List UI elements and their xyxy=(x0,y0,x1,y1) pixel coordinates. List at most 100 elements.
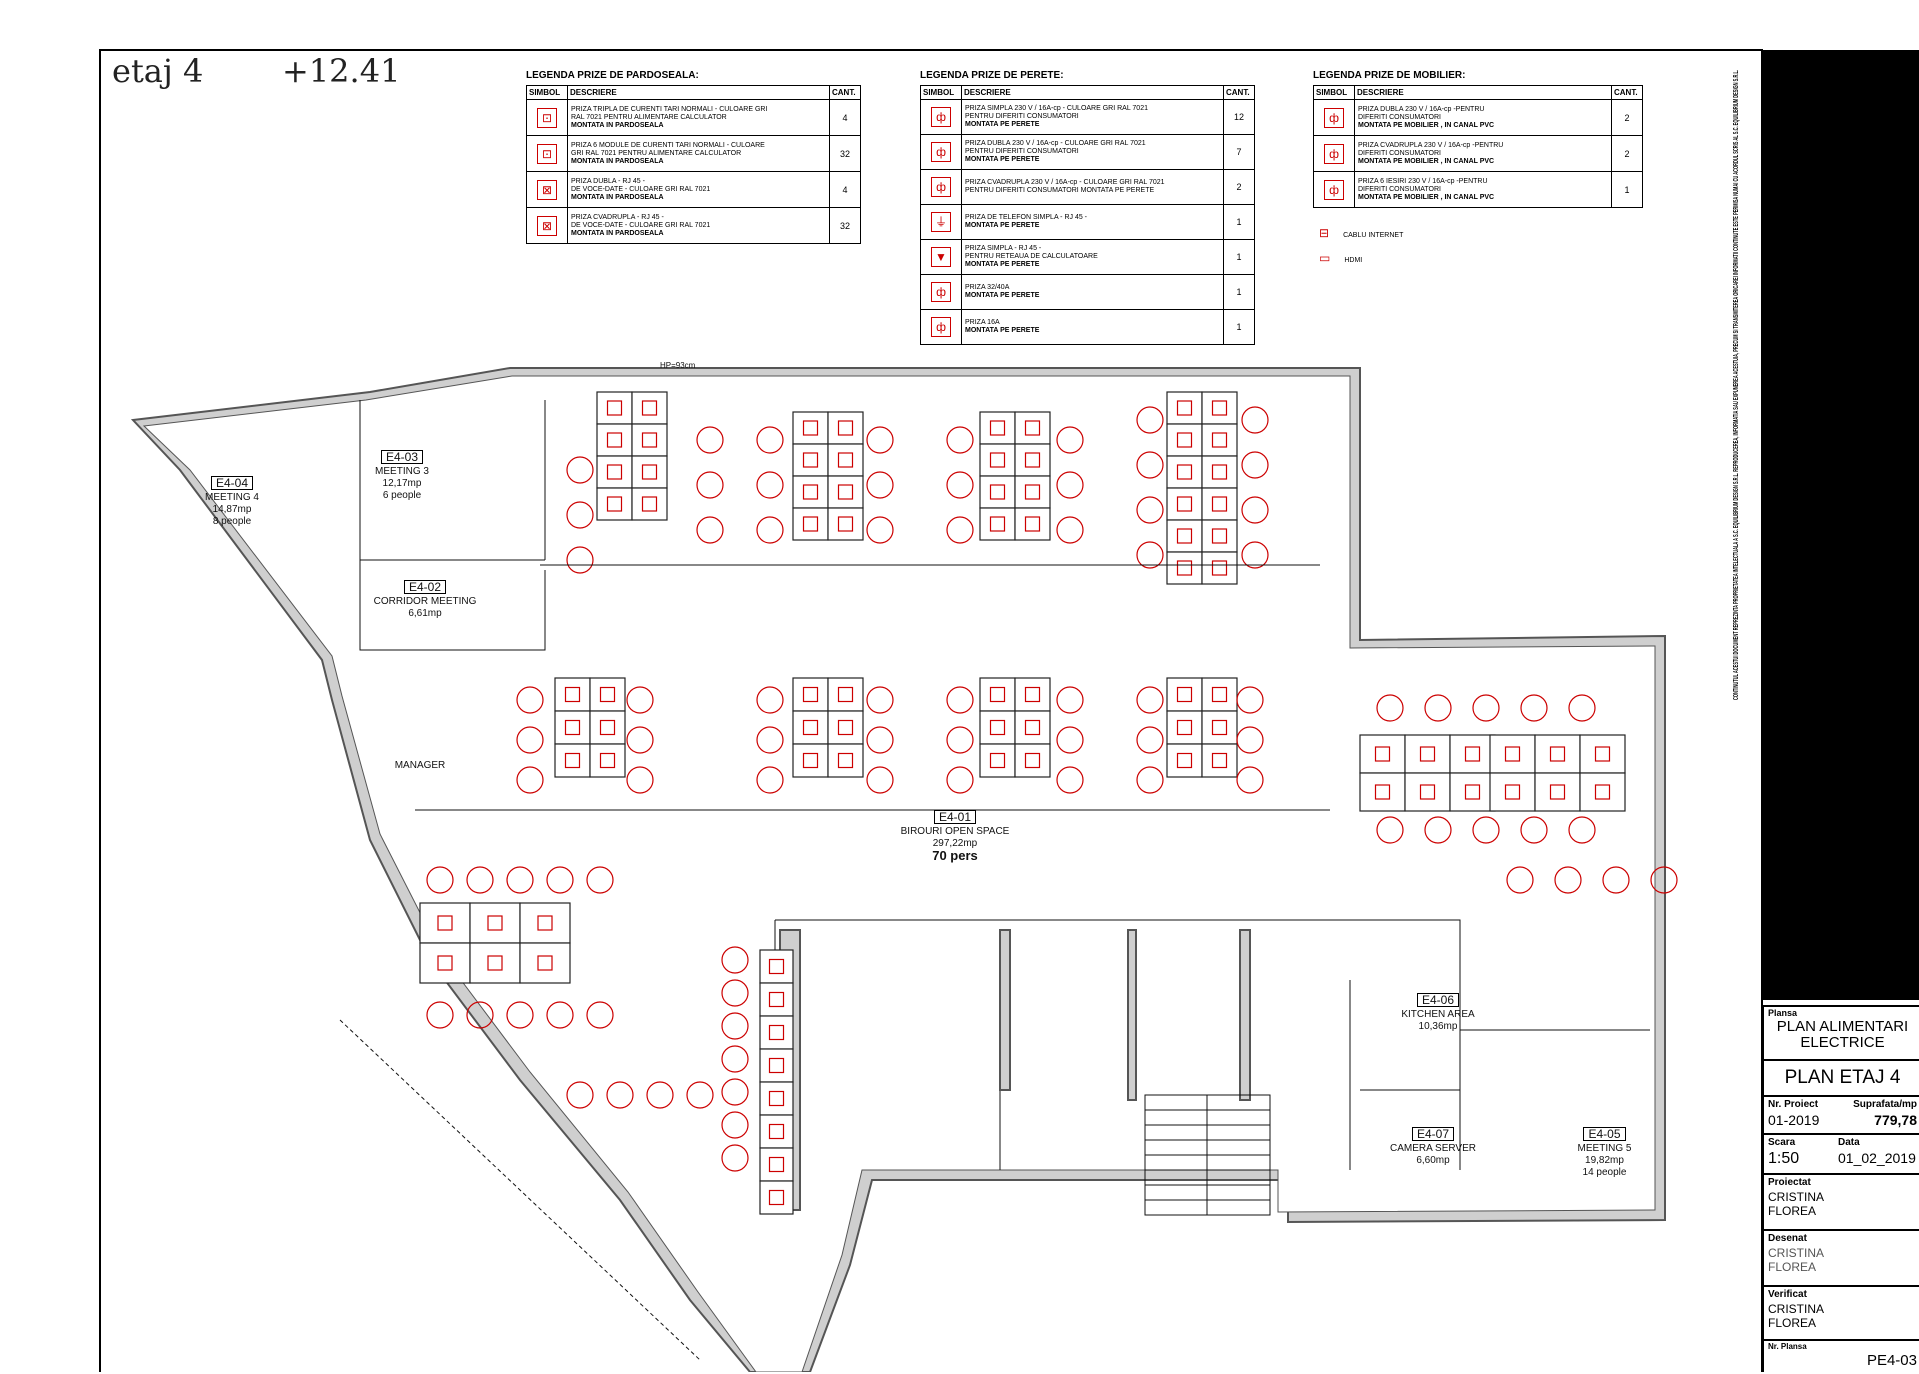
chair xyxy=(696,471,724,499)
floor-socket-icon xyxy=(837,452,854,468)
floor-socket-icon xyxy=(606,400,623,416)
chair xyxy=(1520,816,1548,844)
chair xyxy=(1056,686,1084,714)
floor-socket-icon xyxy=(606,432,623,448)
floor-socket-icon xyxy=(641,464,658,480)
desk xyxy=(1449,772,1496,812)
desk xyxy=(827,507,864,541)
floor-socket-icon xyxy=(564,752,581,769)
plan-cell: PLAN ETAJ 4 xyxy=(1764,1059,1919,1097)
chair xyxy=(506,1001,534,1029)
floor-socket-icon xyxy=(606,464,623,480)
desk xyxy=(596,455,633,489)
desk xyxy=(827,475,864,509)
desk xyxy=(792,475,829,509)
floor-socket-icon xyxy=(1419,746,1436,762)
desk xyxy=(1201,677,1238,712)
chair xyxy=(946,516,974,544)
floor-socket-icon xyxy=(1024,516,1041,532)
floor-socket-icon xyxy=(768,1156,785,1173)
phone-socket-icon: ⏚ xyxy=(931,212,951,232)
chair xyxy=(1236,766,1264,794)
col-quantity: CANT. xyxy=(829,85,861,100)
floor-socket-icon xyxy=(641,400,658,416)
floor-socket-icon xyxy=(1464,784,1481,800)
floor-socket-icon xyxy=(837,516,854,532)
floor-socket-icon xyxy=(1211,400,1228,416)
col-symbol: SIMBOL xyxy=(526,85,568,100)
network-socket-icon: ▼ xyxy=(931,247,951,267)
desk xyxy=(792,677,829,712)
chair xyxy=(1424,816,1452,844)
chair xyxy=(1424,694,1452,722)
floor-socket-icon xyxy=(802,484,819,500)
chair xyxy=(566,501,594,529)
designer-cell: Proiectat CRISTINA FLOREA xyxy=(1764,1173,1919,1231)
copyright-text: CONTINUTUL ACESTUI DOCUMENT REPREZINTA P… xyxy=(1733,70,1740,700)
floor-socket-icon xyxy=(1176,719,1193,736)
chair xyxy=(1056,766,1084,794)
desk xyxy=(979,475,1016,509)
chair xyxy=(721,1144,749,1172)
floor-socket-icon xyxy=(837,752,854,769)
col-description: DESCRIERE xyxy=(1354,85,1612,100)
legend-row: ▼PRIZA SIMPLA - RJ 45 -PENTRU RETEAUA DE… xyxy=(920,239,1255,275)
desk xyxy=(554,677,591,712)
chair xyxy=(1241,451,1269,479)
floor-socket-icon: ⊡ xyxy=(537,107,557,128)
title-block: Plansa PLAN ALIMENTARI ELECTRICE PLAN ET… xyxy=(1762,1005,1919,1372)
chair xyxy=(516,766,544,794)
floor-socket-icon xyxy=(1176,528,1193,544)
desk xyxy=(589,743,626,778)
floor-socket-icon xyxy=(1211,719,1228,736)
floor-socket-icon xyxy=(989,719,1006,736)
chair xyxy=(946,426,974,454)
drawn-cell: Desenat CRISTINA FLOREA xyxy=(1764,1229,1919,1287)
floor-socket-icon xyxy=(768,1057,785,1074)
floor-socket-icon xyxy=(1419,784,1436,800)
floor-socket-icon xyxy=(837,420,854,436)
floor-socket-icon xyxy=(837,484,854,500)
power-socket-icon: ф xyxy=(931,282,951,302)
floor-socket-icon xyxy=(802,719,819,736)
desk xyxy=(596,391,633,425)
desk xyxy=(979,743,1016,778)
desk xyxy=(827,710,864,745)
floor-socket-icon xyxy=(768,958,785,975)
wall-socket-icon: ф xyxy=(931,177,951,197)
floor-socket-icon xyxy=(1549,784,1566,800)
col-symbol: SIMBOL xyxy=(920,85,962,100)
chair xyxy=(1136,686,1164,714)
floor-socket-icon xyxy=(1024,686,1041,703)
desk xyxy=(979,710,1016,745)
wall-socket-icon: ф xyxy=(931,142,951,162)
desk xyxy=(1166,519,1203,553)
hdmi-icon: ▭ xyxy=(1319,251,1331,265)
floor-socket-icon xyxy=(1176,686,1193,703)
col-quantity: CANT. xyxy=(1223,85,1255,100)
desk xyxy=(631,423,668,457)
floor-socket-icon xyxy=(1176,432,1193,448)
chair xyxy=(1650,866,1678,894)
chair xyxy=(1568,694,1596,722)
desk xyxy=(979,507,1016,541)
desk xyxy=(792,411,829,445)
chair xyxy=(1136,451,1164,479)
floor-socket-icon xyxy=(1374,784,1391,800)
floor-socket-icon xyxy=(1211,464,1228,480)
power-socket-icon: ф xyxy=(931,317,951,337)
desk xyxy=(596,423,633,457)
floor-socket-icon xyxy=(599,686,616,703)
chair xyxy=(426,1001,454,1029)
desk xyxy=(1201,519,1238,553)
floor-socket-icon xyxy=(989,484,1006,500)
